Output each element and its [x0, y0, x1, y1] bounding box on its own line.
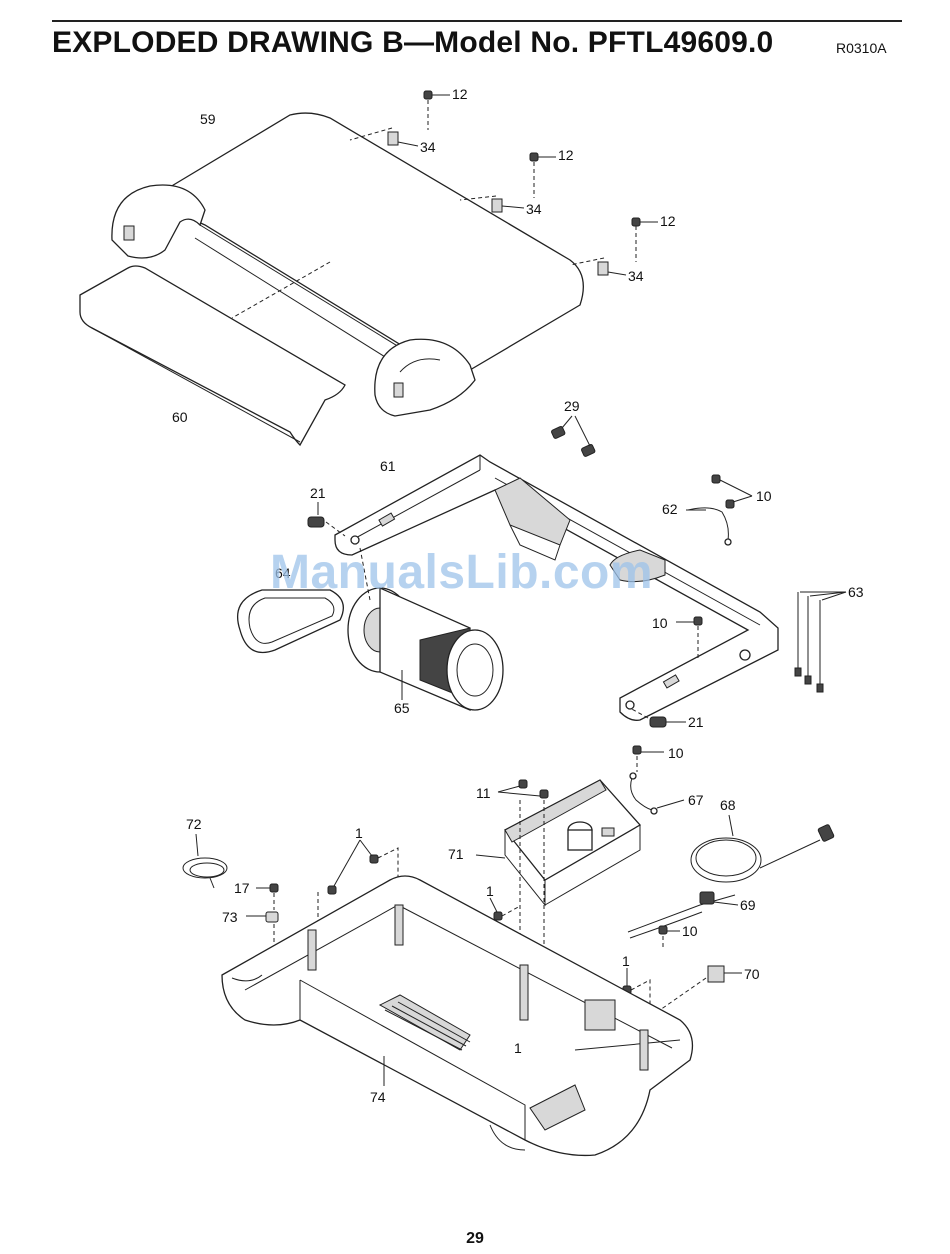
callout-34a: 34 — [420, 139, 436, 155]
clip-34-a — [388, 132, 418, 146]
callout-10c: 10 — [668, 745, 684, 761]
callout-10d: 10 — [682, 923, 698, 939]
callout-21a: 21 — [310, 485, 326, 501]
callout-69: 69 — [740, 897, 756, 913]
callout-21b: 21 — [688, 714, 704, 730]
callout-1d: 1 — [514, 1040, 522, 1056]
callout-1a: 1 — [355, 825, 363, 841]
wire-62 — [686, 508, 731, 545]
screw-10-c — [633, 746, 664, 772]
callout-12b: 12 — [558, 147, 574, 163]
screw-29-pair — [551, 416, 596, 457]
callout-1c: 1 — [622, 953, 630, 969]
callout-68: 68 — [720, 797, 736, 813]
callout-70: 70 — [744, 966, 760, 982]
bolt-21-a — [308, 502, 345, 536]
callout-10b: 10 — [652, 615, 668, 631]
screw-10-d — [659, 926, 680, 950]
callout-12c: 12 — [660, 213, 676, 229]
wire-67 — [630, 773, 684, 814]
screw-12-a — [424, 91, 450, 99]
screw-10-a — [712, 475, 752, 508]
callout-65: 65 — [394, 700, 410, 716]
clip-34-b — [492, 199, 524, 212]
page-number: 29 — [0, 1230, 950, 1248]
callout-1b: 1 — [486, 883, 494, 899]
screw-1-middle — [490, 898, 520, 920]
screw-17 — [256, 884, 278, 910]
callout-17: 17 — [234, 880, 250, 896]
callout-62: 62 — [662, 501, 678, 517]
wire-72 — [183, 834, 227, 888]
callout-72: 72 — [186, 816, 202, 832]
callout-29: 29 — [564, 398, 580, 414]
callout-71: 71 — [448, 846, 464, 862]
callout-61: 61 — [380, 458, 396, 474]
motor-base-74 — [222, 876, 692, 1155]
callout-34c: 34 — [628, 268, 644, 284]
switch-70 — [660, 966, 742, 1010]
callout-10a: 10 — [756, 488, 772, 504]
watermark: ManualsLib.com — [270, 545, 653, 600]
callout-67: 67 — [688, 792, 704, 808]
callout-11: 11 — [476, 785, 491, 801]
screws-11 — [498, 780, 548, 798]
controller-71 — [476, 780, 640, 905]
tie-straps-63 — [795, 592, 846, 692]
screw-12-c — [632, 218, 658, 226]
callout-34b: 34 — [526, 201, 542, 217]
clip-34-c — [598, 262, 626, 275]
hood-panel-60 — [80, 266, 345, 445]
drive-motor-65 — [348, 588, 503, 710]
callout-60: 60 — [172, 409, 188, 425]
callout-63: 63 — [848, 584, 864, 600]
callout-74: 74 — [370, 1089, 386, 1105]
callout-73: 73 — [222, 909, 238, 925]
screw-12-b — [530, 153, 556, 161]
callout-59: 59 — [200, 111, 216, 127]
screw-10-b — [676, 617, 702, 660]
power-cord-68 — [691, 815, 834, 882]
callout-12a: 12 — [452, 86, 468, 102]
